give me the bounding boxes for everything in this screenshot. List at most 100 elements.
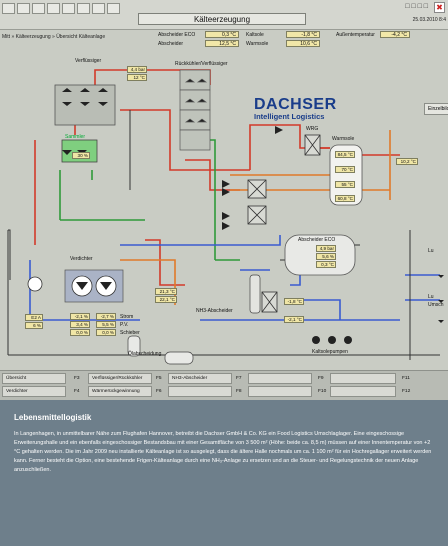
- fkey-empty-f11[interactable]: [330, 373, 396, 384]
- verdichter-value-6: 0,0 %: [96, 329, 116, 336]
- fkey-ubersicht[interactable]: Übersicht: [2, 373, 66, 384]
- wrg-label: WRG: [306, 126, 319, 132]
- aussen-value: -4,2 °C: [380, 31, 410, 38]
- fkey-warmeruckgewinnung[interactable]: Wärmerückgewinnung: [88, 386, 152, 397]
- warm-sole-tank: [329, 144, 363, 206]
- menu-button-5[interactable]: [62, 3, 75, 14]
- abscheider-side-value-1: -1,8 °C: [284, 298, 304, 305]
- eco-value: 0,3 °C: [205, 31, 239, 38]
- drycooler-fans: [179, 69, 211, 151]
- breadcrumb: Mitt » Kälteerzeugung » Übersicht Kältea…: [2, 34, 106, 40]
- mid-value-2: 22,1 °C: [155, 296, 177, 303]
- ruckkuhler-label: Rückkühler/Verflüssiger: [175, 61, 228, 67]
- verflussiger-bar: 4,4 bar: [127, 66, 147, 73]
- verdichter-row-strom: Strom: [120, 314, 134, 320]
- right-edge-label-3: Umsch: [428, 302, 444, 308]
- clock: 25.03.2010 8:4: [412, 17, 446, 23]
- verdichter-value-3: 3,4 %: [70, 321, 90, 328]
- eco-label: Abscheider ECO: [158, 32, 196, 38]
- dachser-logo: DACHSER Intelligent Logistics: [254, 96, 337, 121]
- einzelbild-button[interactable]: Einzelbild: [424, 103, 448, 115]
- abscheider-eco-label: Abscheider ECO: [298, 237, 336, 243]
- verdichter-row-schieber: Schieber: [120, 330, 140, 336]
- compressor-group: [27, 269, 124, 303]
- fkey-nh3-abscheider[interactable]: NH3-Abscheider: [168, 373, 232, 384]
- brand-tagline: Intelligent Logistics: [254, 112, 325, 121]
- liquid-pipes: [59, 139, 240, 261]
- verdichter-value-4: 5,5 %: [96, 321, 116, 328]
- nh3-abscheider-label: NH3-Abscheider: [196, 308, 233, 314]
- fkey-num-f9: F9: [318, 376, 324, 381]
- fkey-num-f7: F7: [236, 376, 242, 381]
- menu-button-4[interactable]: [47, 3, 60, 14]
- warmsole-tank-value-4: 60,8 °C: [335, 195, 355, 202]
- warmsole-tank-label: Warmsole: [332, 136, 355, 142]
- function-key-bar: Übersicht F3 Verflüssiger/Rückkühler F5 …: [0, 370, 448, 400]
- fkey-num-f10: F10: [318, 389, 327, 394]
- menu-button-3[interactable]: [32, 3, 45, 14]
- system-icons: □ □ □ □: [405, 3, 428, 10]
- fkey-num-f3: F3: [74, 376, 80, 381]
- menu-button-7[interactable]: [92, 3, 105, 14]
- kaltsolepumpen-label: Kaltsolepumpen: [312, 349, 348, 355]
- warmsole-tank-value-3: 55 °C: [335, 181, 355, 188]
- fkey-verdichter[interactable]: Verdichter: [2, 386, 66, 397]
- fkey-num-f11: F11: [402, 376, 410, 381]
- close-icon[interactable]: ✖: [434, 2, 445, 13]
- verflussiger-label: Verflüssiger: [75, 58, 102, 64]
- verdichter-row-pv: P.V.: [120, 322, 129, 328]
- fkey-empty-f10[interactable]: [248, 386, 312, 397]
- user-icon[interactable]: □: [405, 3, 410, 10]
- brand-name: DACHSER: [254, 96, 337, 113]
- alarm-icon[interactable]: □: [411, 3, 416, 10]
- warmsole-tank-value-1: 84,5 °C: [335, 151, 355, 158]
- outlet-arrows: [438, 275, 444, 323]
- sammler-value: 30 %: [72, 152, 90, 159]
- right-edge-label-2: Lu: [428, 294, 434, 300]
- sammler-label: Sammler: [65, 134, 86, 140]
- fkey-empty-f9[interactable]: [248, 373, 312, 384]
- fkey-num-f6: F6: [156, 389, 162, 394]
- verflussiger-temp: 12 °C: [127, 74, 147, 81]
- abscheider-eco-value-3: 0,3 °C: [316, 261, 336, 268]
- pipe-schematic: [7, 69, 444, 365]
- warmsole-tank-value-2: 70 °C: [335, 166, 355, 173]
- menu-button-1[interactable]: [2, 3, 15, 14]
- left-value-1: E2 A: [25, 314, 43, 321]
- verdichter-value-5: 0,0 %: [70, 329, 90, 336]
- menu-button-2[interactable]: [17, 3, 30, 14]
- verdichter-label: Verdichter: [70, 256, 93, 262]
- print-icon[interactable]: □: [417, 3, 422, 10]
- fkey-num-f12: F12: [402, 389, 411, 394]
- warmsole-out-value: 10,2 °C: [396, 158, 418, 165]
- menu-button-8[interactable]: [107, 3, 120, 14]
- fkey-num-f4: F4: [74, 389, 80, 394]
- scada-screen: Kälteerzeugung Abscheider ECO 0,3 °C Abs…: [0, 0, 448, 400]
- fkey-empty-f12[interactable]: [330, 386, 396, 397]
- article-heading: Lebensmittellogistik: [14, 413, 92, 422]
- menu-button-6[interactable]: [77, 3, 90, 14]
- kaltsole-label: Kaltsole: [246, 32, 264, 38]
- mid-value-1: 21,3 °C: [155, 288, 177, 295]
- pump-symbols: [222, 126, 283, 230]
- top-bar: Kälteerzeugung Abscheider ECO 0,3 °C Abs…: [0, 0, 448, 47]
- abscheider-label: Abscheider: [158, 41, 184, 47]
- warmsole-value: 10,6 °C: [286, 40, 320, 47]
- fkey-verflussiger[interactable]: Verflüssiger/Rückkühler: [88, 373, 152, 384]
- plant-diagram: Verflüssiger 4,4 bar 12 °C Sammler 30 % …: [0, 30, 448, 370]
- kaltsole-value: -1,8 °C: [286, 31, 320, 38]
- abscheider-eco-value-2: 5,6 %: [316, 253, 336, 260]
- fkey-num-f5: F5: [156, 376, 162, 381]
- oil-separator: [127, 274, 261, 365]
- article-caption: Lebensmittellogistik In Langenhagen, in …: [0, 400, 448, 546]
- help-icon[interactable]: □: [423, 3, 428, 10]
- fkey-empty-f8[interactable]: [168, 386, 232, 397]
- abscheider-eco-value-1: 4,9 bar: [316, 245, 336, 252]
- aussen-label: Außentemperatur: [336, 32, 375, 38]
- verdichter-value-1: -2,1 %: [70, 313, 90, 320]
- cold-sole-pumps: [312, 336, 352, 344]
- abscheider-side-value-2: -2,1 °C: [284, 316, 304, 323]
- heat-exchangers: [247, 134, 321, 313]
- olabscheidung-label: Ölabscheidung: [128, 351, 162, 357]
- window-title: Kälteerzeugung: [138, 13, 306, 25]
